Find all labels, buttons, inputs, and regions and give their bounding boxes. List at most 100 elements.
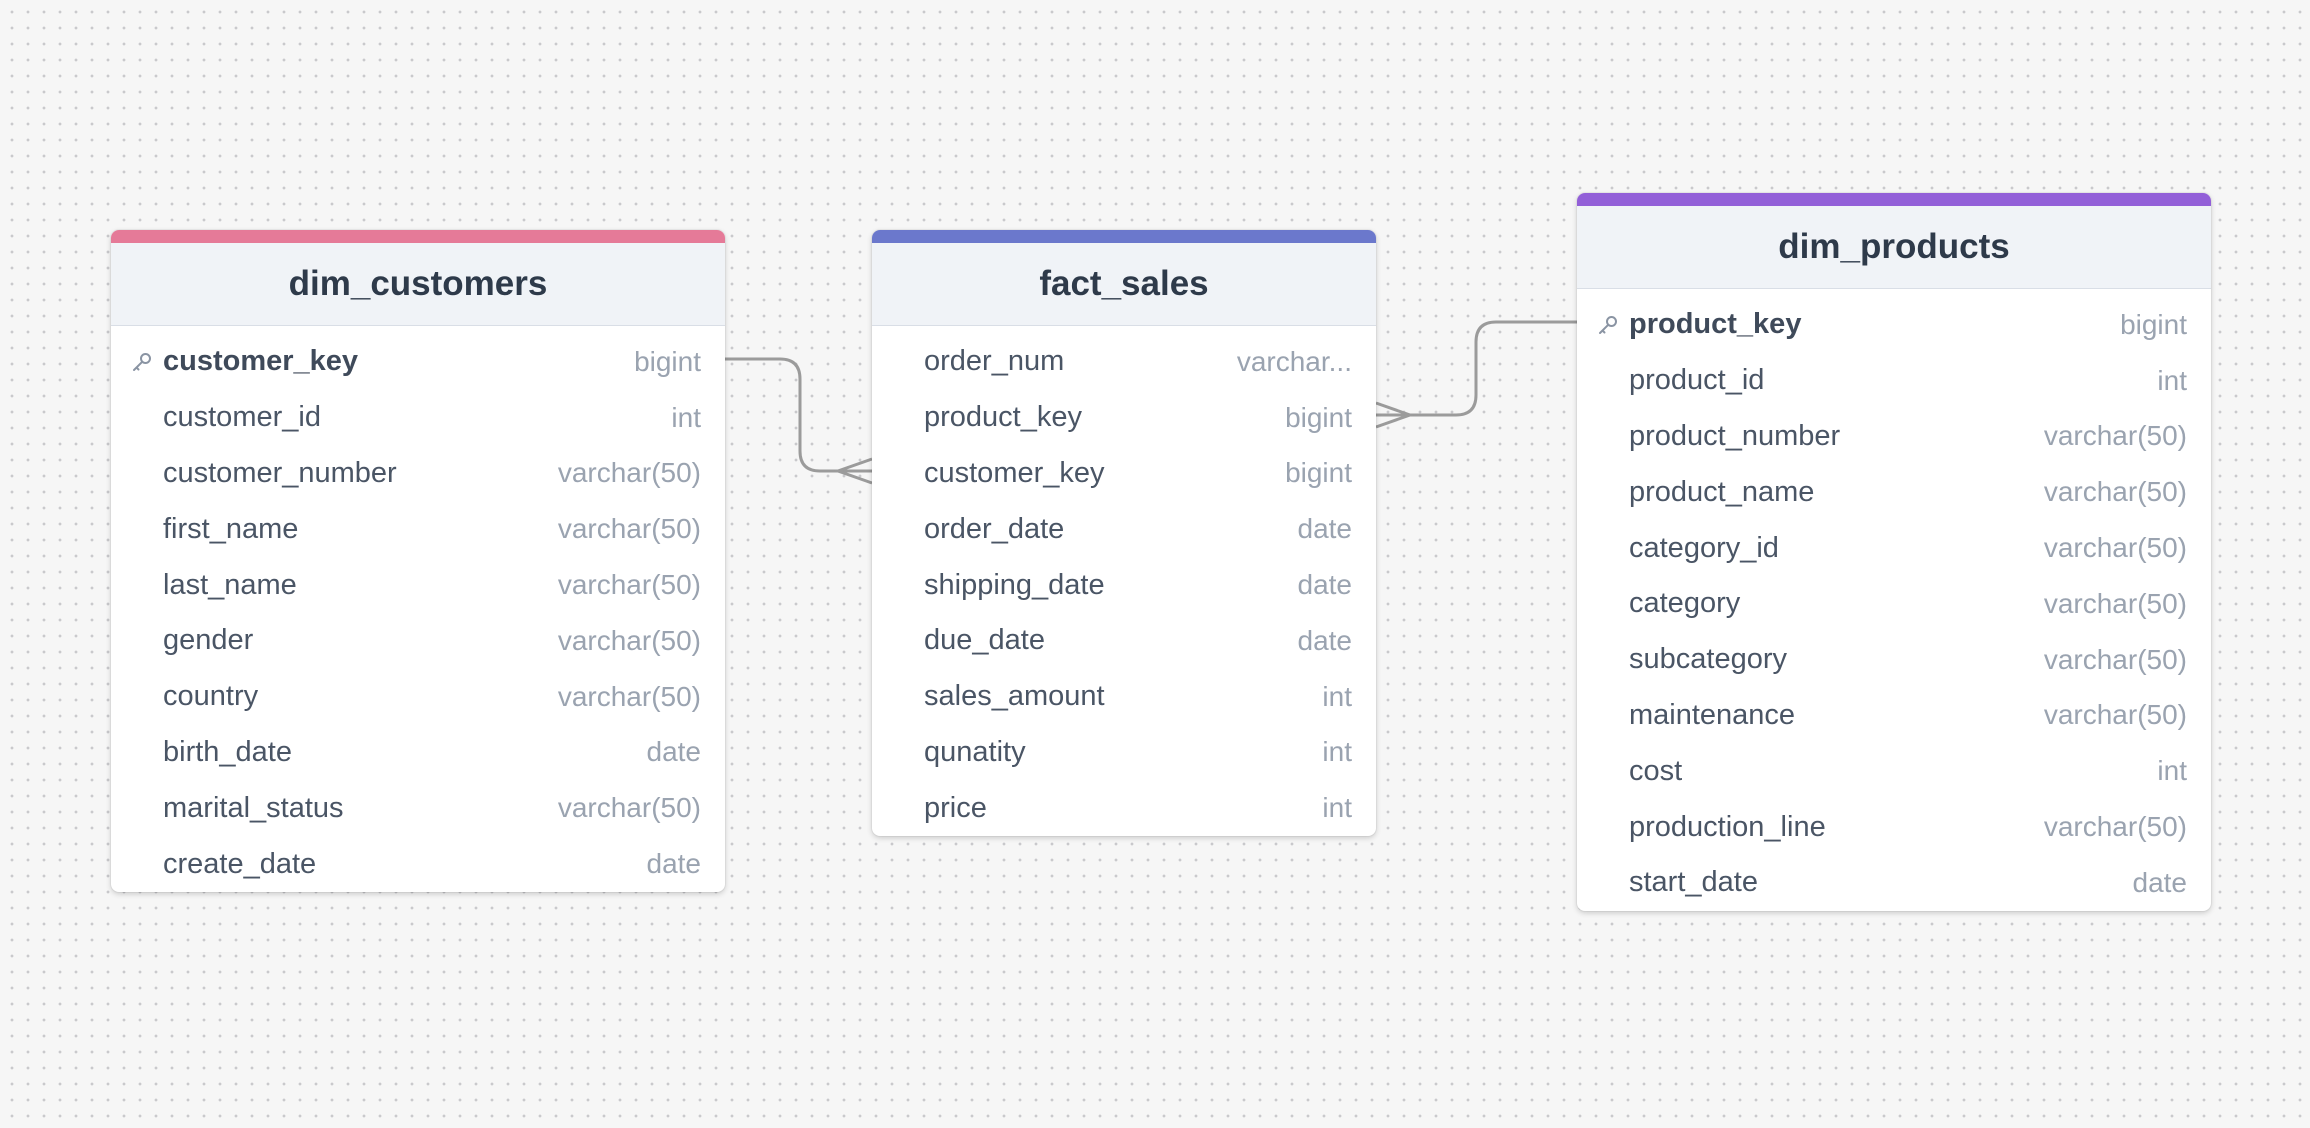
field-row-first-name[interactable]: first_name varchar(50) bbox=[111, 501, 725, 557]
field-row-category[interactable]: category varchar(50) bbox=[1577, 576, 2211, 632]
field-row-start-date[interactable]: start_date date bbox=[1577, 855, 2211, 911]
field-type: bigint bbox=[1285, 457, 1352, 489]
field-name: shipping_date bbox=[924, 568, 1105, 601]
field-name: category bbox=[1629, 587, 1741, 620]
field-row-last-name[interactable]: last_name varchar(50) bbox=[111, 557, 725, 613]
field-name: marital_status bbox=[163, 791, 344, 824]
field-name: product_key bbox=[924, 401, 1082, 434]
relationship-customers-to-sales[interactable] bbox=[725, 357, 872, 473]
field-type: int bbox=[2157, 755, 2187, 787]
field-type: varchar(50) bbox=[557, 792, 701, 824]
field-row-create-date[interactable]: create_date date bbox=[111, 836, 725, 892]
field-name: order_num bbox=[924, 345, 1065, 378]
field-type: varchar(50) bbox=[557, 513, 701, 545]
field-name: product_id bbox=[1629, 364, 1765, 397]
field-name: last_name bbox=[163, 568, 297, 601]
field-type: date bbox=[1297, 569, 1353, 601]
field-type: varchar(50) bbox=[557, 624, 701, 656]
field-row-price[interactable]: price int bbox=[872, 780, 1376, 836]
field-type: varchar(50) bbox=[2043, 532, 2187, 564]
field-name: sales_amount bbox=[924, 680, 1105, 713]
field-name: order_date bbox=[924, 512, 1065, 545]
table-color-bar bbox=[1577, 193, 2211, 206]
field-type: varchar(50) bbox=[557, 569, 701, 601]
field-name: create_date bbox=[163, 847, 317, 880]
field-row-customer-key[interactable]: customer_key bigint bbox=[872, 446, 1376, 502]
field-row-maintenance[interactable]: maintenance varchar(50) bbox=[1577, 688, 2211, 744]
field-name: cost bbox=[1629, 754, 1683, 787]
field-type: date bbox=[2132, 866, 2188, 898]
field-type: int bbox=[1322, 736, 1352, 768]
field-row-product-key[interactable]: product_key bigint bbox=[872, 390, 1376, 446]
field-name: qunatity bbox=[924, 735, 1026, 768]
field-row-order-date[interactable]: order_date date bbox=[872, 501, 1376, 557]
primary-key-icon bbox=[1597, 314, 1619, 336]
field-name: product_key bbox=[1629, 308, 1802, 341]
field-type: varchar(50) bbox=[557, 457, 701, 489]
field-name: subcategory bbox=[1629, 643, 1787, 676]
field-type: int bbox=[1322, 792, 1352, 824]
field-row-marital-status[interactable]: marital_status varchar(50) bbox=[111, 780, 725, 836]
field-name: customer_number bbox=[163, 456, 397, 489]
field-name: first_name bbox=[163, 512, 299, 545]
field-type: varchar(50) bbox=[2043, 811, 2187, 843]
field-type: int bbox=[1322, 680, 1352, 712]
field-name: birth_date bbox=[163, 735, 292, 768]
field-name: production_line bbox=[1629, 810, 1826, 843]
field-type: bigint bbox=[1285, 401, 1352, 433]
field-type: varchar(50) bbox=[2043, 420, 2187, 452]
table-color-bar bbox=[872, 230, 1376, 243]
field-row-order-num[interactable]: order_num varchar... bbox=[872, 334, 1376, 390]
table-fact-sales[interactable]: fact_sales order_num varchar... product_ke… bbox=[872, 230, 1376, 837]
table-title[interactable]: dim_customers bbox=[111, 243, 725, 326]
field-name: start_date bbox=[1629, 866, 1758, 899]
field-row-production-line[interactable]: production_line varchar(50) bbox=[1577, 799, 2211, 855]
field-row-shipping-date[interactable]: shipping_date date bbox=[872, 557, 1376, 613]
field-type: varchar(50) bbox=[2043, 476, 2187, 508]
field-type: varchar... bbox=[1236, 345, 1352, 377]
field-type: varchar(50) bbox=[2043, 643, 2187, 675]
field-type: date bbox=[1297, 513, 1353, 545]
field-name: maintenance bbox=[1629, 698, 1796, 731]
field-type: bigint bbox=[634, 345, 701, 377]
relationship-products-to-sales[interactable] bbox=[1376, 320, 1577, 417]
field-name: price bbox=[924, 791, 987, 824]
crowfoot-many-icon bbox=[1375, 401, 1415, 429]
field-row-qunatity[interactable]: qunatity int bbox=[872, 725, 1376, 781]
field-row-country[interactable]: country varchar(50) bbox=[111, 669, 725, 725]
primary-key-icon bbox=[131, 351, 153, 373]
field-row-subcategory[interactable]: subcategory varchar(50) bbox=[1577, 632, 2211, 688]
field-row-customer-id[interactable]: customer_id int bbox=[111, 390, 725, 446]
field-type: varchar(50) bbox=[2043, 587, 2187, 619]
field-name: customer_key bbox=[163, 345, 359, 378]
field-row-cost[interactable]: cost int bbox=[1577, 743, 2211, 799]
table-title[interactable]: fact_sales bbox=[872, 243, 1376, 326]
field-name: country bbox=[163, 680, 259, 713]
field-name: product_number bbox=[1629, 419, 1841, 452]
field-row-product-id[interactable]: product_id int bbox=[1577, 353, 2211, 409]
field-type: int bbox=[671, 401, 701, 433]
field-type: varchar(50) bbox=[557, 680, 701, 712]
field-name: customer_id bbox=[163, 401, 321, 434]
field-type: date bbox=[1297, 624, 1353, 656]
field-name: customer_key bbox=[924, 456, 1105, 489]
crowfoot-many-icon bbox=[833, 457, 873, 485]
field-type: date bbox=[646, 848, 702, 880]
field-type: varchar(50) bbox=[2043, 699, 2187, 731]
field-row-customer-key[interactable]: customer_key bigint bbox=[111, 334, 725, 390]
field-name: gender bbox=[163, 624, 254, 657]
table-title[interactable]: dim_products bbox=[1577, 206, 2211, 289]
field-row-sales-amount[interactable]: sales_amount int bbox=[872, 669, 1376, 725]
field-row-customer-number[interactable]: customer_number varchar(50) bbox=[111, 446, 725, 502]
field-row-product-number[interactable]: product_number varchar(50) bbox=[1577, 409, 2211, 465]
field-type: int bbox=[2157, 364, 2187, 396]
field-row-gender[interactable]: gender varchar(50) bbox=[111, 613, 725, 669]
